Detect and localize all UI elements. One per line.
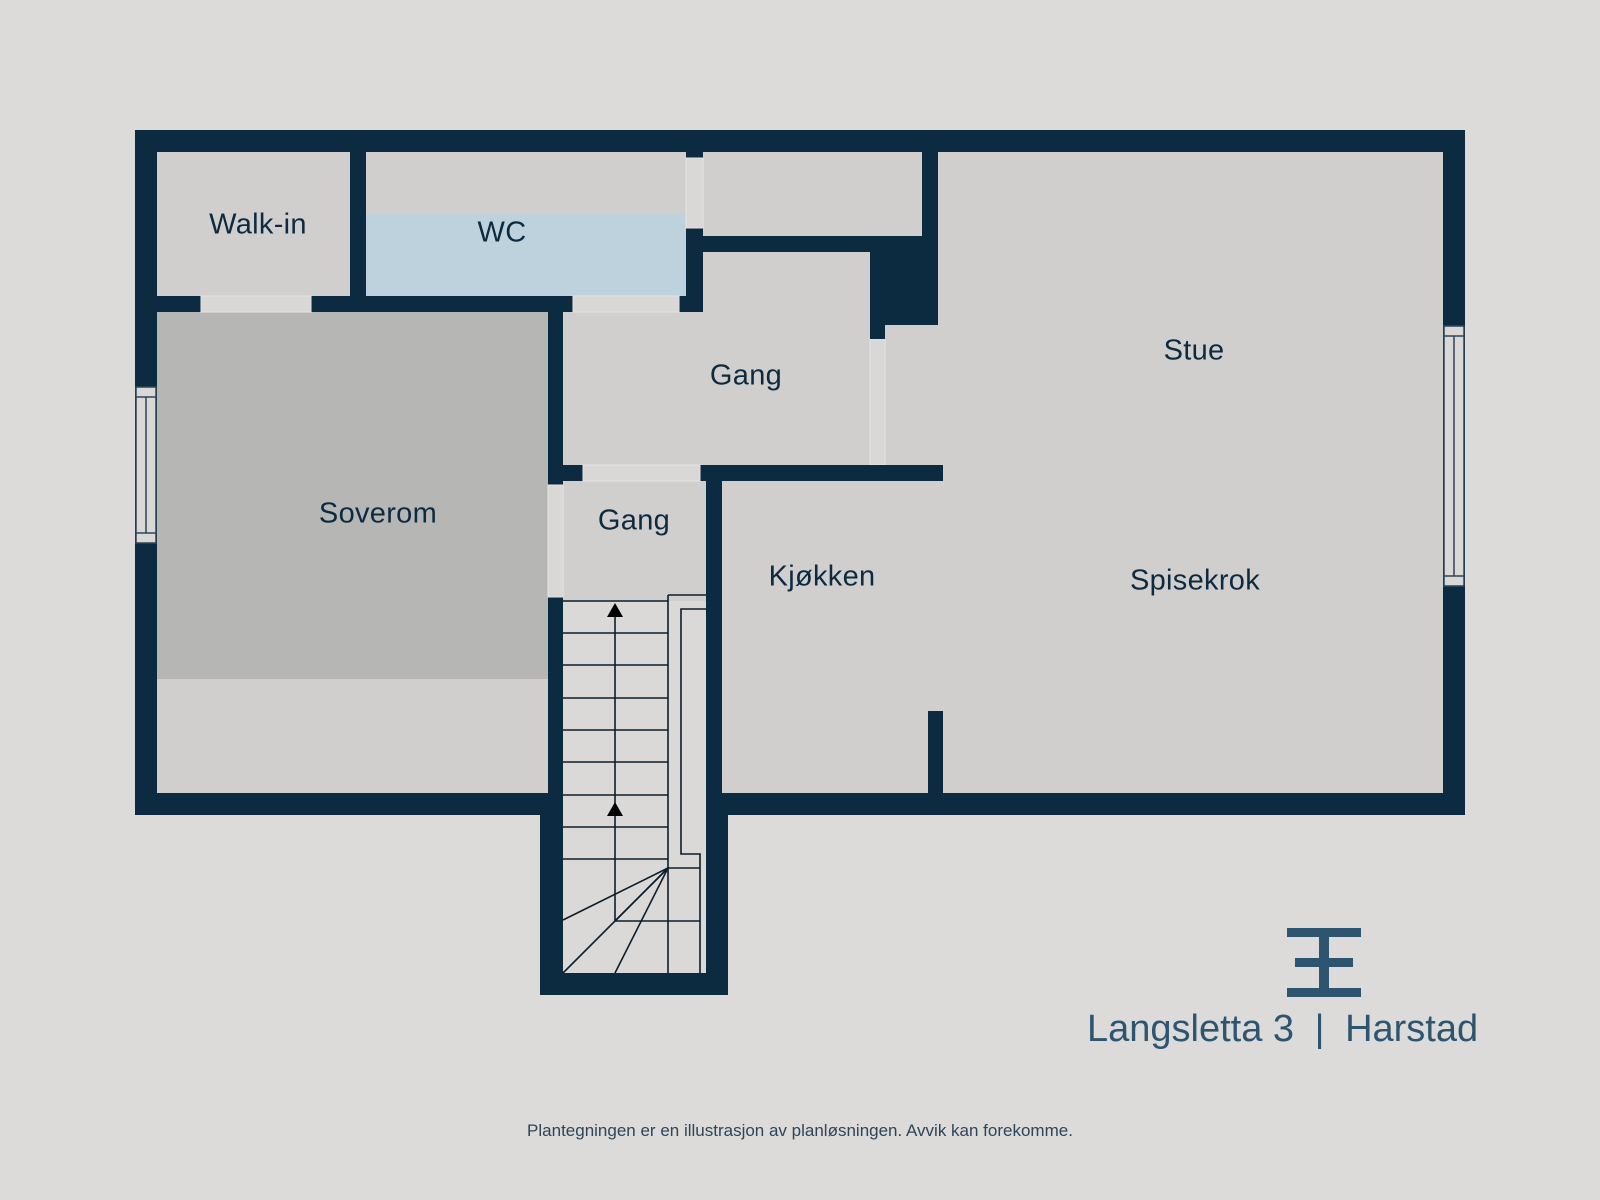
floor-wc bbox=[366, 214, 686, 296]
room-label-gang-lower: Gang bbox=[597, 504, 671, 537]
floor-stairs bbox=[563, 601, 706, 973]
address-city: Harstad bbox=[1345, 1008, 1479, 1050]
interior-walls bbox=[706, 236, 943, 793]
room-label-soverom: Soverom bbox=[318, 497, 438, 530]
stair-arrows bbox=[607, 603, 623, 816]
room-label-wc: WC bbox=[477, 216, 527, 249]
address-separator: | bbox=[1314, 1008, 1325, 1050]
floor-walk-in bbox=[157, 152, 350, 296]
floor-kjokken bbox=[722, 481, 943, 793]
floor-closet bbox=[703, 152, 922, 236]
staircase bbox=[562, 594, 706, 974]
property-logo-icon bbox=[1287, 928, 1361, 997]
property-address: Langsletta 3 | Harstad bbox=[1087, 1008, 1478, 1051]
room-label-stue: Stue bbox=[1163, 334, 1225, 367]
disclaimer: Plantegningen er en illustrasjon av plan… bbox=[527, 1121, 1073, 1140]
windows bbox=[135, 325, 1465, 587]
floor-gang-lower bbox=[563, 481, 706, 601]
room-label-kjokken: Kjøkken bbox=[768, 560, 876, 593]
floor-stue bbox=[938, 152, 1443, 793]
arrow-up-icon bbox=[607, 603, 623, 617]
floor-wc-top bbox=[366, 152, 686, 214]
room-label-walk-in: Walk-in bbox=[209, 208, 307, 241]
floor-soverom bbox=[157, 312, 548, 679]
door-openings bbox=[200, 157, 886, 598]
room-label-spisekrok: Spisekrok bbox=[1129, 564, 1261, 597]
floor-gang-upper bbox=[563, 312, 870, 465]
address-street: Langsletta 3 bbox=[1087, 1008, 1295, 1050]
room-label-gang-upper: Gang bbox=[709, 359, 783, 392]
room-floors bbox=[157, 152, 1443, 973]
arrow-up-icon bbox=[607, 802, 623, 816]
